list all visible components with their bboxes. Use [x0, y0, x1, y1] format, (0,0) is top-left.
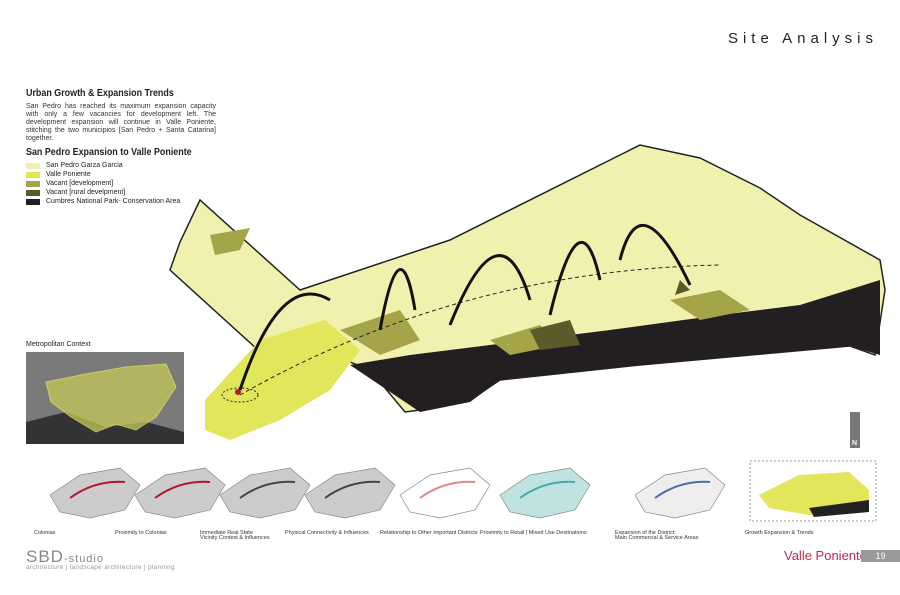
north-label: N [852, 440, 858, 447]
legend-item: Valle Poniente [26, 170, 180, 179]
legend-swatch [26, 180, 40, 187]
expansion-heading: San Pedro Expansion to Valle Poniente [26, 146, 192, 158]
thumbnail-label: Immediate Real State [200, 530, 253, 536]
brand-tagline: architecture | landscape architecture | … [26, 564, 175, 571]
thumbnail-8[interactable]: Growth Expansion & Trends [745, 460, 877, 536]
metro-context-map [26, 352, 184, 444]
thumbnail-label: Colonias [34, 530, 56, 536]
thumbnail-label: Growth Expansion & Trends [745, 530, 814, 536]
legend-item: Vacant [development] [26, 179, 180, 188]
site-map [169, 144, 886, 440]
cumbres-park [350, 280, 880, 412]
thumbnail-7[interactable]: Expansion of the District:Main Commercia… [615, 460, 735, 541]
brand-name: SBD [26, 547, 64, 566]
page-number: 19 [861, 550, 900, 562]
legend-swatch [26, 162, 40, 169]
thumbnail-5[interactable]: Relationship to Other Important District… [380, 460, 500, 536]
legend-item: San Pedro Garza Garcia [26, 161, 180, 170]
legend-label: Valle Poniente [46, 171, 91, 178]
legend-item: Cumbres National Park- Conservation Area [26, 197, 180, 206]
thumbnail-1[interactable]: Colonias [34, 460, 150, 536]
brand-suffix: -studio [63, 553, 104, 565]
metro-context-label: Metropolitan Context [26, 341, 91, 348]
legend-label: Vacant [development] [46, 180, 114, 187]
thumbnail-label: Proximity to Colonias [115, 530, 167, 536]
brand-logo: SBD-studio [26, 547, 104, 567]
thumbnail-6[interactable]: Proximity to Retail | Mixed Use Destinat… [480, 460, 600, 536]
legend-item: Vacant [rural develpment] [26, 188, 180, 197]
legend-swatch [26, 198, 40, 205]
thumbnail-label: Relationship to Other Important District… [380, 530, 478, 536]
thumbnail-label-2: Main Commercial & Service Areas [615, 535, 699, 541]
legend-label: Vacant [rural develpment] [46, 189, 126, 196]
thumbnail-label: Expansion of the District: [615, 530, 676, 536]
thumbnail-label: Proximity to Retail | Mixed Use Destinat… [480, 530, 587, 536]
legend-label: San Pedro Garza Garcia [46, 162, 123, 169]
legend-swatch [26, 189, 40, 196]
project-name: Valle Poniente [784, 548, 867, 563]
urban-growth-heading: Urban Growth & Expansion Trends [26, 87, 174, 99]
thumbnail-label: Physical Connectivity & Influences [285, 530, 369, 536]
thumbnail-2[interactable]: Proximity to Colonias [115, 460, 235, 536]
thumbnail-4[interactable]: Physical Connectivity & Influences [285, 460, 405, 536]
legend-swatch [26, 171, 40, 178]
valle-poniente-area [205, 320, 360, 440]
thumbnail-label-2: Vicinity Context & Influences [200, 535, 270, 541]
legend-label: Cumbres National Park- Conservation Area [46, 198, 181, 205]
urban-growth-text: San Pedro has reached its maximum expans… [26, 103, 216, 142]
page-title: Site Analysis [727, 30, 878, 47]
north-arrow: N [850, 412, 860, 448]
